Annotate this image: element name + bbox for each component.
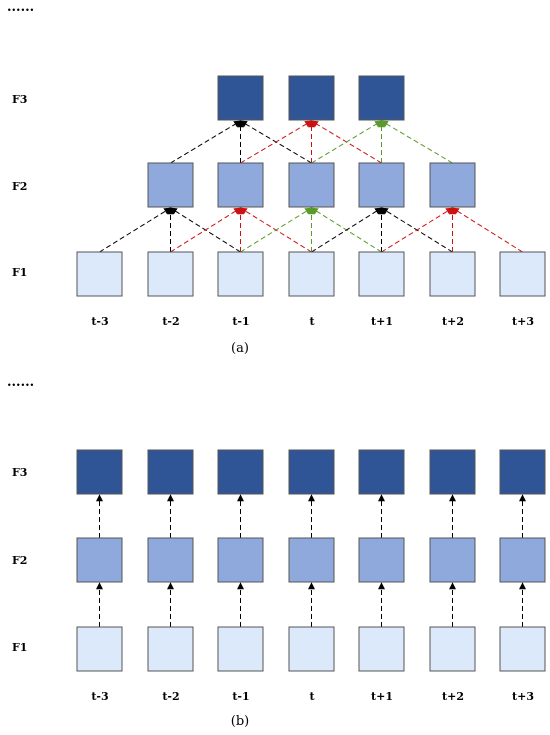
row-label-f3-b: F3 [12, 466, 28, 479]
f2-node [147, 537, 194, 583]
dependency-arrow [170, 120, 242, 164]
f2-node [217, 537, 264, 583]
row-label-f1-b: F1 [12, 641, 28, 654]
f3-node [429, 449, 476, 495]
f1-node [76, 251, 123, 297]
f1-node [288, 626, 335, 672]
dependency-arrow [170, 207, 242, 253]
dependency-arrow [451, 207, 523, 253]
dependency-arrow [311, 207, 383, 253]
dependency-arrow [240, 120, 313, 164]
row-label-f3-a: F3 [12, 93, 28, 106]
time-label-a: t-2 [162, 315, 180, 328]
f1-node [217, 626, 264, 672]
time-label-b: t [309, 690, 315, 703]
f2-node [358, 537, 405, 583]
time-label-b: t-3 [91, 690, 109, 703]
f2-node [499, 537, 546, 583]
time-label-a: t+2 [442, 315, 464, 328]
caption-b: (b) [230, 714, 250, 729]
f2-node [288, 537, 335, 583]
ellipsis-b: ...... [7, 375, 35, 390]
f3-node [288, 449, 335, 495]
f2-node [76, 537, 123, 583]
time-label-a: t [309, 315, 315, 328]
f3-node [217, 449, 264, 495]
f2-node [358, 162, 405, 208]
f3-node [358, 75, 405, 121]
f1-node [147, 626, 194, 672]
dependency-arrow [311, 120, 383, 164]
time-label-b: t-2 [162, 690, 180, 703]
f1-node [76, 626, 123, 672]
time-label-b: t-1 [232, 690, 250, 703]
f3-node [288, 75, 335, 121]
row-label-f1-a: F1 [12, 266, 28, 279]
f1-node [147, 251, 194, 297]
dependency-arrow [99, 207, 172, 253]
f2-node [288, 162, 335, 208]
f2-node [429, 162, 476, 208]
dependency-arrow [240, 207, 313, 253]
dependency-arrow [381, 207, 454, 253]
f3-node [499, 449, 546, 495]
f1-node [499, 626, 546, 672]
time-label-a: t+1 [371, 315, 393, 328]
f3-node [217, 75, 264, 121]
row-label-f2-b: F2 [12, 554, 28, 567]
caption-a: (a) [231, 341, 249, 356]
time-label-b: t+3 [512, 690, 534, 703]
f3-node [76, 449, 123, 495]
dependency-arrow [380, 120, 453, 164]
f3-node [147, 449, 194, 495]
ellipsis-a: ...... [7, 0, 35, 15]
f2-node [429, 537, 476, 583]
time-label-a: t-1 [232, 315, 250, 328]
time-label-a: t-3 [91, 315, 109, 328]
f2-node [147, 162, 194, 208]
time-label-a: t+3 [512, 315, 534, 328]
f3-node [358, 449, 405, 495]
row-label-f2-a: F2 [12, 180, 28, 193]
f1-node [499, 251, 546, 297]
f1-node [429, 626, 476, 672]
f2-node [217, 162, 264, 208]
f1-node [358, 626, 405, 672]
f1-node [358, 251, 405, 297]
f1-node [288, 251, 335, 297]
f1-node [217, 251, 264, 297]
time-label-b: t+2 [442, 690, 464, 703]
time-label-b: t+1 [371, 690, 393, 703]
f1-node [429, 251, 476, 297]
